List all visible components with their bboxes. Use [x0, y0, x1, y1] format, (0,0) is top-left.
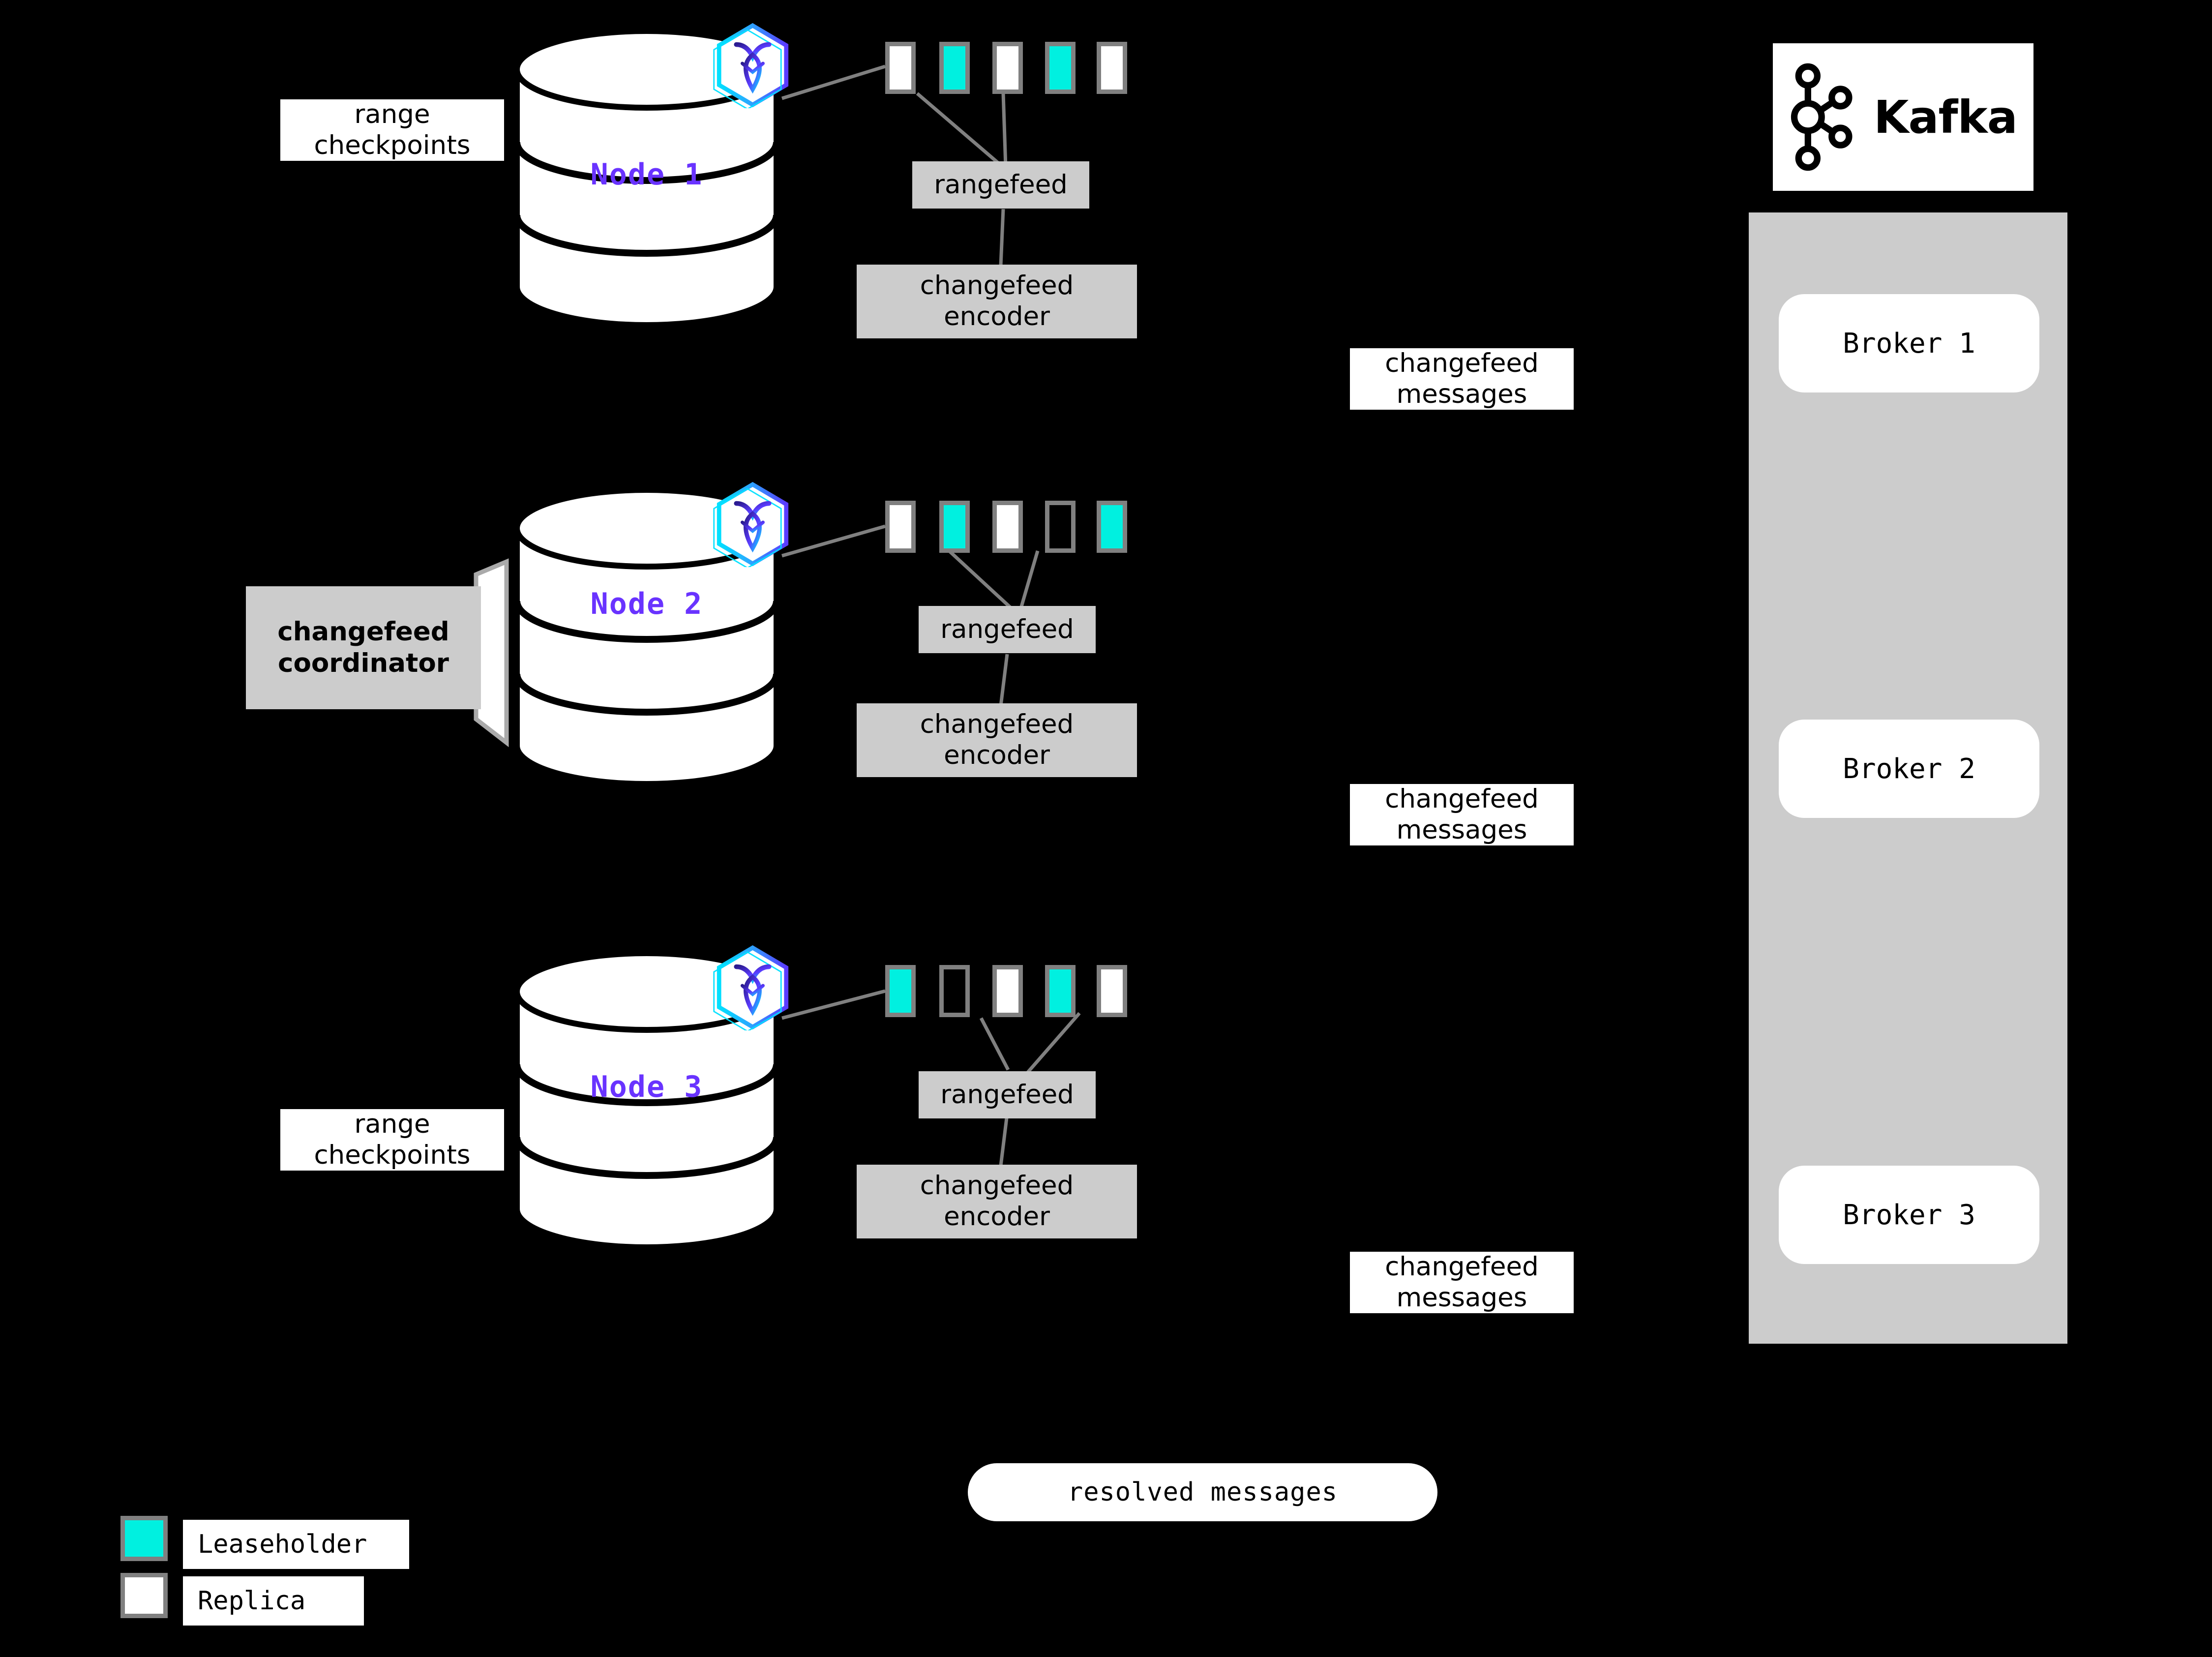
range-box[interactable]: [992, 501, 1023, 553]
broker-pill-2[interactable]: Broker 2: [1779, 720, 2039, 818]
node-1-rangefeed-box[interactable]: rangefeed: [912, 161, 1089, 209]
range-box[interactable]: [1045, 501, 1076, 553]
range-box[interactable]: [1097, 965, 1127, 1017]
range-box[interactable]: [939, 501, 970, 553]
range-box[interactable]: [939, 42, 970, 94]
range-box[interactable]: [1045, 965, 1076, 1017]
node-1-changefeed-messages-label: changefeed messages: [1350, 348, 1574, 410]
broker-pill-1[interactable]: Broker 1: [1779, 294, 2039, 392]
broker-pill-3[interactable]: Broker 3: [1779, 1166, 2039, 1264]
range-box[interactable]: [1097, 42, 1127, 94]
legend-label-replica: Replica: [183, 1576, 364, 1626]
legend-label-leaseholder: Leaseholder: [183, 1520, 409, 1569]
node-2-rangefeed-box[interactable]: rangefeed: [919, 606, 1096, 653]
kafka-logo-box: Kafka: [1773, 43, 2033, 191]
node-2-changefeed-messages-label: changefeed messages: [1350, 784, 1574, 845]
cockroachdb-logo: [710, 22, 796, 110]
legend-swatch-replica: [120, 1573, 168, 1618]
node-3-changefeed-encoder-box[interactable]: changefeed encoder: [857, 1165, 1137, 1238]
node-2-changefeed-encoder-box[interactable]: changefeed encoder: [857, 703, 1137, 777]
range-box[interactable]: [992, 42, 1023, 94]
legend-swatch-leaseholder: [120, 1516, 168, 1561]
range-box[interactable]: [885, 965, 916, 1017]
kafka-logo-icon: [1791, 63, 1853, 171]
resolved-messages-pill[interactable]: resolved messages: [968, 1463, 1437, 1521]
changefeed-coordinator-label: changefeed coordinator: [246, 586, 481, 709]
range-box[interactable]: [939, 965, 970, 1017]
cockroachdb-logo: [710, 944, 796, 1032]
node-3-range-checkpoints-label: range checkpoints: [280, 1109, 504, 1171]
range-box[interactable]: [885, 501, 916, 553]
node-2-range-row: [885, 501, 1131, 555]
node-3-rangefeed-box[interactable]: rangefeed: [919, 1071, 1096, 1118]
node-1-changefeed-encoder-box[interactable]: changefeed encoder: [857, 265, 1137, 338]
node-1-range-checkpoints-label: range checkpoints: [280, 99, 504, 161]
cockroachdb-logo: [710, 481, 796, 569]
range-box[interactable]: [885, 42, 916, 94]
range-box[interactable]: [1097, 501, 1127, 553]
node-3-range-row: [885, 965, 1131, 1019]
range-box[interactable]: [992, 965, 1023, 1017]
changefeed-coordinator-callout: changefeed coordinator: [246, 546, 526, 753]
node-3-changefeed-messages-label: changefeed messages: [1350, 1252, 1574, 1313]
range-box[interactable]: [1045, 42, 1076, 94]
node-1-range-row: [885, 42, 1131, 96]
kafka-wordmark: Kafka: [1874, 90, 2018, 144]
